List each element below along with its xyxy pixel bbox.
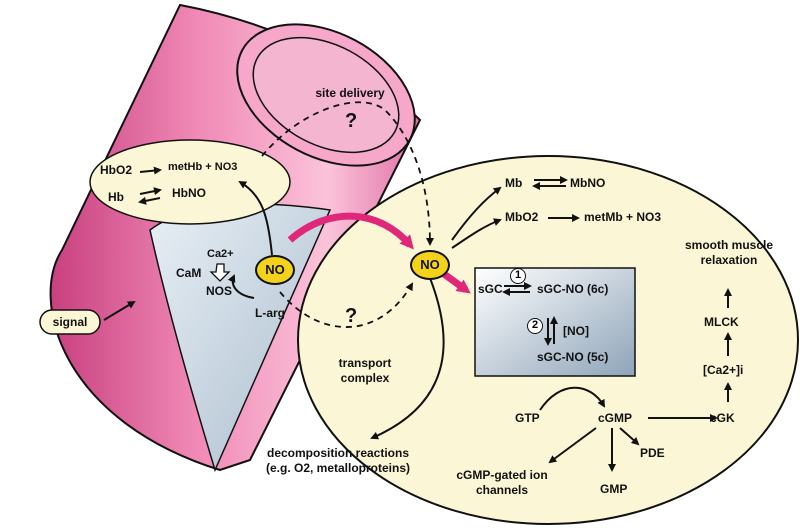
arrow-hb-back bbox=[138, 196, 161, 205]
magenta-arrow-no-transfer bbox=[287, 212, 414, 250]
hb-label: Hb bbox=[108, 190, 124, 204]
gmp-label: GMP bbox=[600, 482, 628, 496]
no-endothelial: NO bbox=[255, 255, 295, 285]
cgmp-label: cGMP bbox=[598, 411, 633, 425]
arrow-cgmp-channels bbox=[548, 427, 597, 464]
arrow-cgmp-pde bbox=[619, 427, 640, 446]
site-delivery-label: site delivery bbox=[315, 86, 385, 100]
metmb-label: metMb + NO3 bbox=[584, 210, 662, 224]
no-conc-label: [NO] bbox=[563, 324, 589, 338]
no-muscle: NO bbox=[410, 250, 450, 280]
arrow-to-mbo2 bbox=[451, 218, 502, 249]
arrow-gtp-cgmp bbox=[539, 386, 606, 411]
cgk-label: cGK bbox=[710, 411, 735, 425]
hbno-label: HbNO bbox=[172, 186, 206, 200]
cgmp-gated-label: cGMP-gated ion channels bbox=[456, 468, 548, 497]
pde-label: PDE bbox=[640, 446, 665, 460]
sgc-no-6c-label: sGC-NO (6c) bbox=[537, 282, 609, 296]
larg-label: L-arg bbox=[255, 306, 285, 320]
hemoglobin-box bbox=[89, 139, 291, 225]
sgc-label: sGC bbox=[478, 282, 503, 296]
sgc-no-5c-label: sGC-NO (5c) bbox=[537, 350, 609, 364]
mlck-label: MLCK bbox=[704, 315, 739, 329]
mb-label: Mb bbox=[505, 176, 523, 190]
arrow-hbo2 bbox=[139, 166, 162, 175]
arrow-larg-to-nos bbox=[227, 274, 255, 299]
mbo2-label: MbO2 bbox=[505, 210, 539, 224]
cam-nos-arrow bbox=[209, 263, 231, 282]
signal-pill bbox=[39, 309, 101, 335]
arrow-to-mb bbox=[451, 186, 502, 241]
transport-complex-label: transport complex bbox=[338, 356, 392, 385]
ca-i-label: [Ca2+]i bbox=[703, 363, 744, 377]
step-2-marker: 2 bbox=[527, 318, 543, 334]
ca-label: Ca2+ bbox=[207, 248, 234, 260]
methb-label: metHb + NO3 bbox=[168, 161, 238, 173]
relaxation-label: smooth muscle relaxation bbox=[684, 238, 774, 267]
decomposition-label: decomposition reactions (e.g. O2, metall… bbox=[265, 446, 411, 475]
arrow-signal bbox=[103, 300, 136, 321]
transport-question: ? bbox=[345, 305, 358, 327]
cam-label: CaM bbox=[176, 266, 202, 280]
step-1-marker: 1 bbox=[510, 268, 526, 284]
magenta-arrow-to-sgc bbox=[441, 271, 471, 294]
arrow-hb-forward bbox=[139, 187, 162, 196]
arrow-no-to-hb bbox=[238, 180, 273, 256]
hbo2-label: HbO2 bbox=[100, 163, 133, 177]
site-delivery-question: ? bbox=[345, 110, 358, 132]
mbno-label: MbNO bbox=[570, 176, 606, 190]
dashed-transport bbox=[279, 282, 413, 328]
gtp-label: GTP bbox=[515, 411, 540, 425]
arrow-decomposition bbox=[370, 277, 445, 440]
nos-label: NOS bbox=[206, 284, 233, 298]
signal-label: signal bbox=[52, 315, 88, 329]
